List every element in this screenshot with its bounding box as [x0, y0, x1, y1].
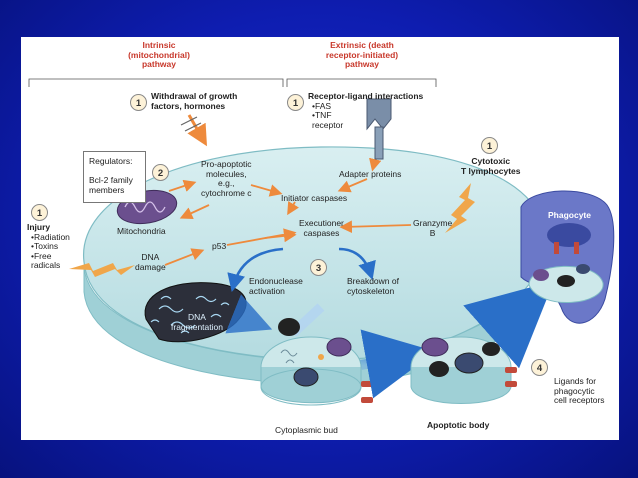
arrow-to-phagocyte: [463, 281, 554, 369]
regulators-title: Regulators:: [89, 156, 133, 166]
intrinsic-bracket: [28, 78, 284, 87]
regulators-box: Regulators: Bcl-2 family members: [83, 151, 146, 203]
cytoplasmic-bud-label: Cytoplasmic bud: [275, 425, 338, 435]
orange-pathway-arrows: [164, 157, 412, 266]
adapter-proteins-label: Adapter proteins: [339, 169, 402, 179]
endonuclease-label: Endonuclease activation: [249, 276, 303, 296]
mitochondria-label: Mitochondria: [117, 226, 166, 236]
step-number-ligands: 4: [531, 359, 548, 376]
step-number-cytotoxic: 1: [481, 137, 498, 154]
phagocyte-label: Phagocyte: [548, 210, 591, 220]
injury-block: Injury Radiation Toxins Free radicals: [27, 222, 70, 271]
diagram-panel: Intrinsic (mitochondrial) pathway Extrin…: [21, 37, 619, 440]
executioner-caspases-label: Executioner caspases: [299, 218, 344, 238]
receptor-item-fas: FAS: [312, 101, 423, 112]
dna-damage-label: DNA damage: [135, 252, 166, 272]
step-number-receptor: 1: [287, 94, 304, 111]
receptor-label: Receptor-ligand interactions: [308, 91, 424, 101]
intrinsic-pathway-title: Intrinsic (mitochondrial) pathway: [128, 40, 190, 69]
regulators-body: Bcl-2 family members: [89, 175, 133, 195]
granzyme-label: Granzyme B: [413, 218, 453, 238]
lightning-injury: [69, 263, 135, 277]
blue-arrow-endonuclease: [227, 247, 284, 293]
step-number-injury: 1: [31, 204, 48, 221]
step-number-withdrawal: 1: [130, 94, 147, 111]
blue-arrow-cytoskeleton: [338, 247, 376, 280]
apoptotic-body-label: Apoptotic body: [427, 420, 490, 430]
step-number-executioner: 3: [310, 259, 327, 276]
step-number-mitochondria: 2: [152, 164, 169, 181]
lightning-cytotoxic: [445, 183, 475, 233]
pro-apoptotic-label: Pro-apoptotic molecules, e.g., cytochrom…: [201, 159, 252, 198]
extrinsic-bracket: [286, 78, 437, 87]
dna-fragmentation-label: DNA fragmentation: [171, 312, 223, 332]
ligands-label: Ligands for phagocytic cell receptors: [554, 376, 605, 405]
extrinsic-pathway-title: Extrinsic (death receptor-initiated) pat…: [325, 40, 399, 69]
receptor-block: Receptor-ligand interactions FAS TNF rec…: [308, 91, 424, 130]
nucleus-shape: [144, 282, 247, 343]
injury-item-toxins: Toxins: [31, 241, 70, 252]
receptor-item-tnf: TNF receptor: [312, 110, 423, 130]
initiator-caspases-label: Initiator caspases: [281, 193, 348, 203]
injury-item-free-radicals: Free radicals: [31, 251, 70, 271]
injury-label: Injury: [27, 222, 51, 232]
p53-label: p53: [212, 241, 227, 251]
withdrawal-label: Withdrawal of growth factors, hormones: [151, 91, 238, 111]
breakdown-label: Breakdown of cytoskeleton: [347, 276, 399, 296]
cytotoxic-label: Cytotoxic T lymphocytes: [461, 156, 521, 176]
injury-item-radiation: Radiation: [31, 232, 70, 243]
